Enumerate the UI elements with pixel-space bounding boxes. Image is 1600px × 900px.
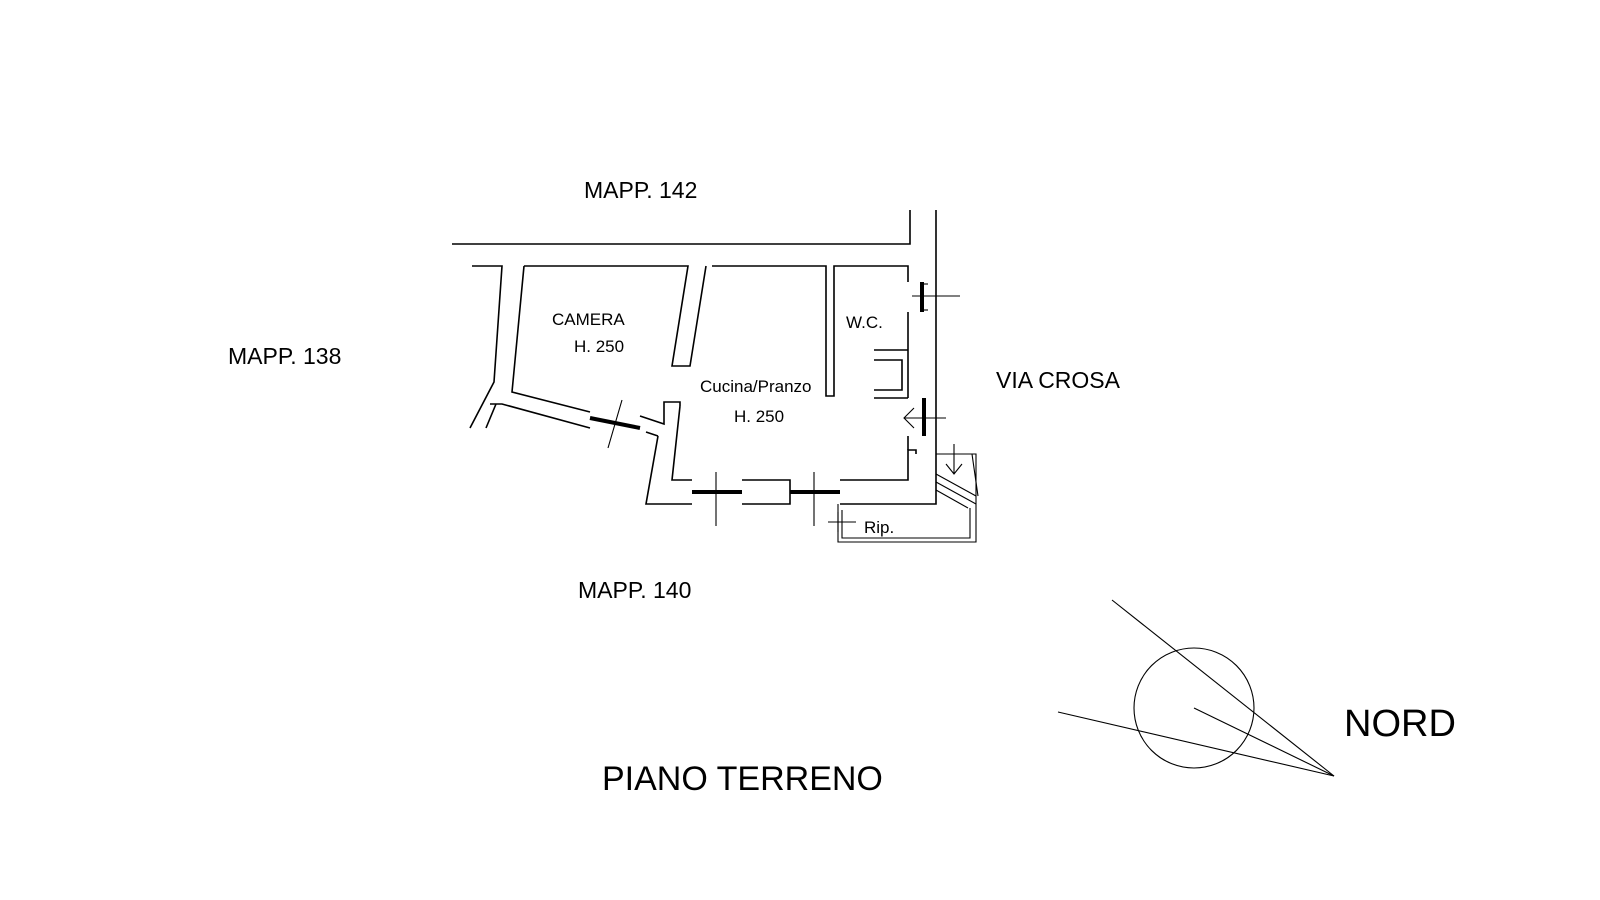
boundary-lines xyxy=(452,210,937,458)
camera-window xyxy=(589,399,641,449)
mapp-south-label: MAPP. 140 xyxy=(578,577,691,603)
entrance-door xyxy=(903,398,946,436)
north-label: NORD xyxy=(1344,703,1456,745)
mapp-west-label: MAPP. 138 xyxy=(228,343,341,369)
camera-height-label: H. 250 xyxy=(574,337,624,356)
camera-room-walls xyxy=(469,265,707,437)
mapp-north-label: MAPP. 142 xyxy=(584,177,697,203)
floor-title: PIANO TERRENO xyxy=(602,760,883,798)
kitchen-room-walls xyxy=(645,265,937,505)
camera-room-label: CAMERA xyxy=(552,310,625,329)
north-arrow-icon xyxy=(1057,599,1335,777)
kitchen-window-1 xyxy=(692,472,742,526)
outdoor-stairs xyxy=(935,444,979,509)
kitchen-window-2 xyxy=(790,472,840,526)
wc-label: W.C. xyxy=(846,313,883,332)
wc-window xyxy=(912,282,960,312)
kitchen-room-label: Cucina/Pranzo xyxy=(700,377,812,396)
street-label: VIA CROSA xyxy=(996,367,1121,393)
kitchen-height-label: H. 250 xyxy=(734,407,784,426)
storage-label: Rip. xyxy=(864,518,894,537)
